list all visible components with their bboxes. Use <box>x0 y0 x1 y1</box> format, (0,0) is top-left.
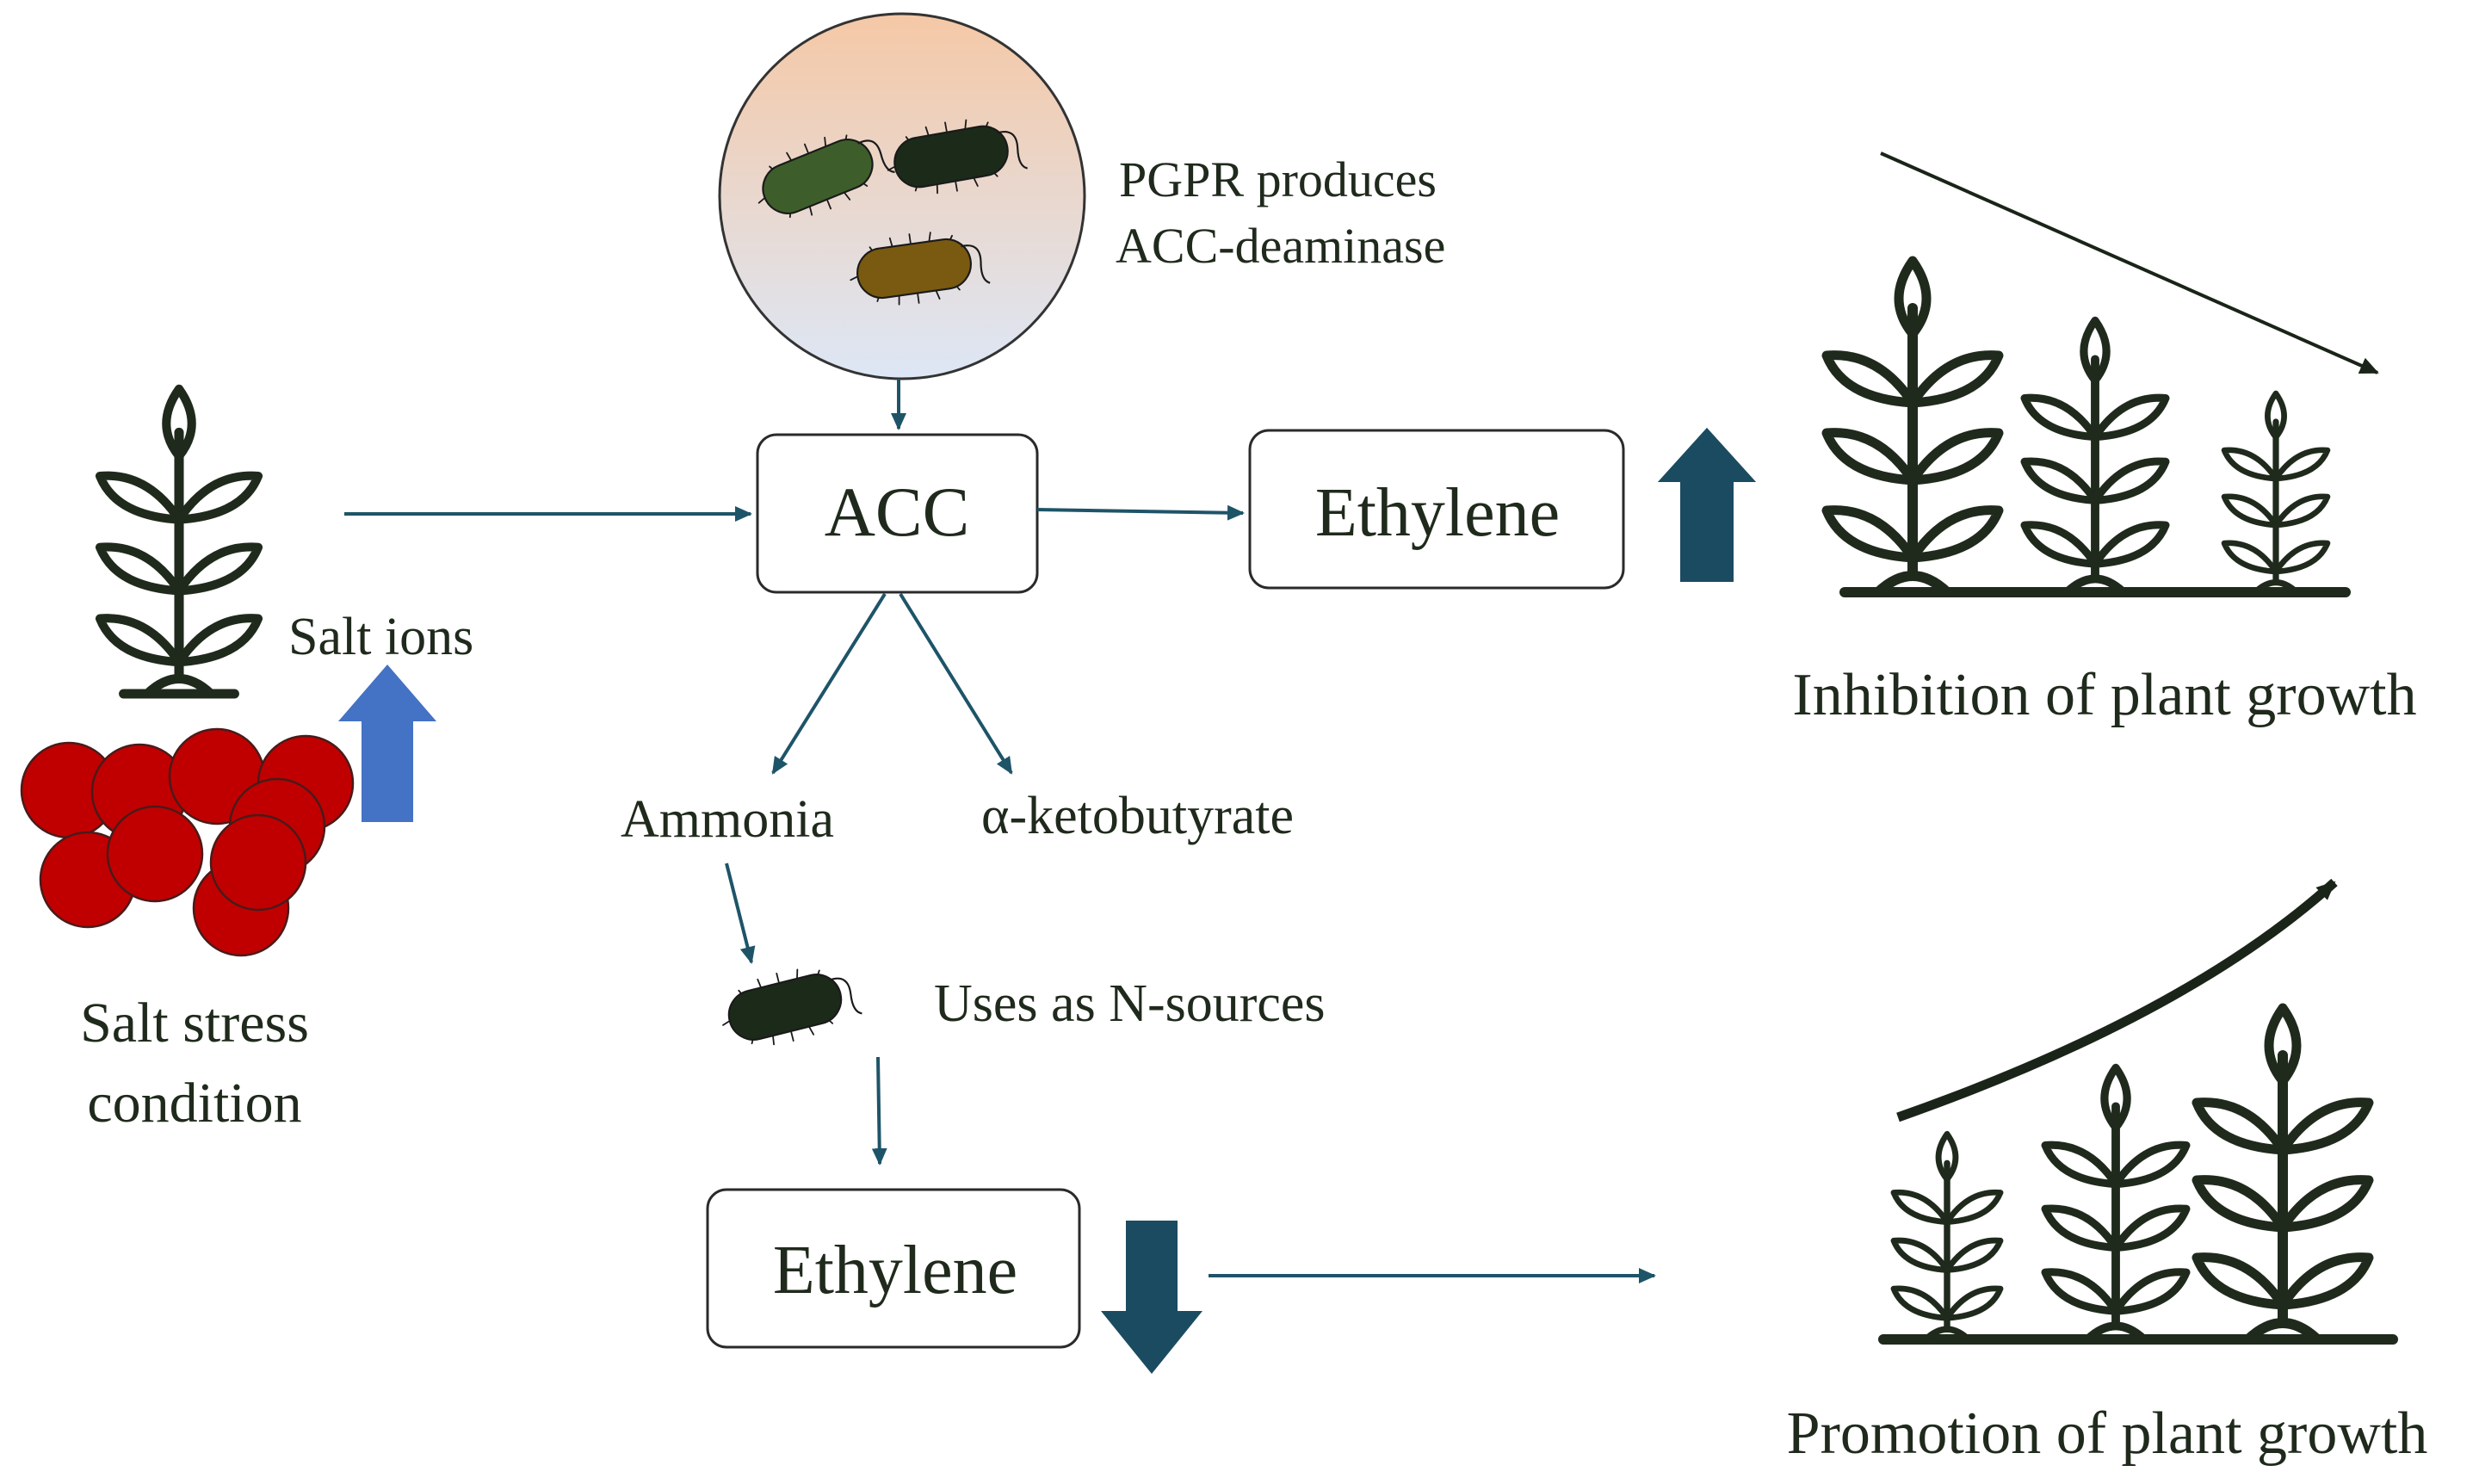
acc-label: ACC <box>825 473 970 551</box>
plant-sprout-icon-medium <box>2025 320 2166 592</box>
ammonia-to-bacterium-arrow <box>725 863 756 964</box>
ammonia-label: Ammonia <box>621 790 834 849</box>
up-block-arrow-icon-fill <box>1658 428 1756 582</box>
salt-ions-label: Salt ions <box>288 608 473 666</box>
plant-sprout-icon-short <box>2224 393 2328 592</box>
promotion-plants <box>1878 1008 2398 1345</box>
ethylene-bottom-box: Ethylene <box>706 1188 1081 1349</box>
plant-sprout-icon-tall-b <box>2197 1008 2369 1339</box>
inhibition-plants <box>1827 261 2351 597</box>
salt-crystal-cluster-icon <box>20 727 355 957</box>
pgpr-bacteria-circle <box>718 12 1086 380</box>
ethylene-top-label: Ethylene <box>1315 475 1560 551</box>
acc-to-ethylene-arrow <box>1036 504 1245 521</box>
decrease-trend-arrow <box>1880 151 2379 374</box>
acc-to-ammonia-arrow <box>771 592 887 775</box>
plant-sprout-icon-medium-b <box>2045 1067 2186 1339</box>
ketobutyrate-label: α-ketobutyrate <box>981 787 1294 845</box>
salt-stress-label-line2: condition <box>87 1072 301 1135</box>
pgpr-label-line2: ACC-deaminase <box>1116 218 1445 274</box>
increase-trend-arrow <box>1896 878 2338 1122</box>
rod-bacterium-icon <box>713 955 866 1058</box>
ethylene-top-box: Ethylene <box>1248 429 1625 590</box>
uses-n-sources-label: Uses as N-sources <box>934 974 1326 1033</box>
pgpr-label-line1: PGPR produces <box>1119 151 1437 207</box>
acc-to-ketobutyrate-arrow <box>899 592 1013 775</box>
plant-sprout-icon-tall <box>1827 261 1999 592</box>
promotion-label: Promotion of plant growth <box>1787 1401 2428 1467</box>
ethylene-bottom-label: Ethylene <box>773 1233 1017 1308</box>
bacterium-to-ethylene-arrow <box>871 1056 887 1166</box>
up-block-arrow-icon-salt <box>338 665 436 822</box>
plant-sprout-icon-short-b <box>1894 1134 2000 1339</box>
inhibition-label: Inhibition of plant growth <box>1792 662 2416 728</box>
acc-box: ACC <box>756 433 1039 594</box>
plant-sprout-icon-salt <box>100 389 258 694</box>
down-block-arrow-icon <box>1101 1221 1202 1374</box>
salt-stress-label-line1: Salt stress <box>80 992 309 1054</box>
